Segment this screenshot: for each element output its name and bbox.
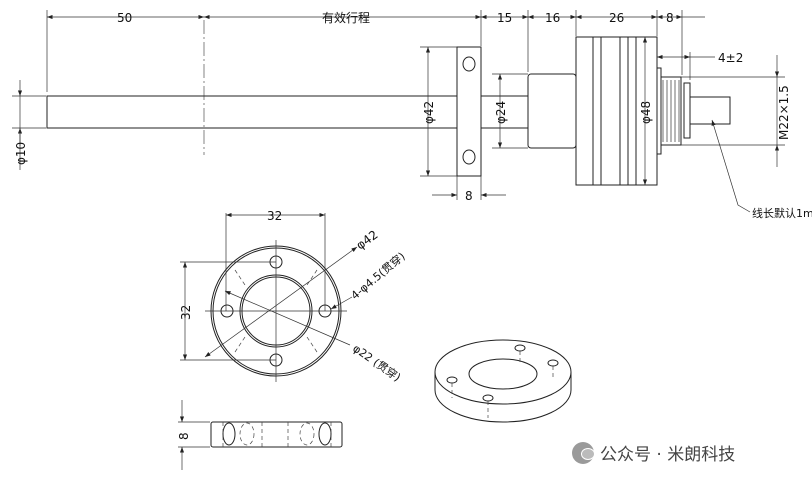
wechat-icon [572,441,595,464]
dim-thread: M22×1.5 [777,85,791,140]
dim-32-h: 32 [267,209,282,223]
cable-shaft [689,96,731,125]
dim-32-v: 32 [179,305,193,320]
flange-hole [462,149,476,165]
flange-front-view: 32 32 φ42 4-φ4.5(贯穿) φ22 (贯穿) [179,209,408,384]
dim-16: 16 [545,11,560,25]
dim-phi24: φ24 [494,101,508,124]
flange-isometric-view [434,339,572,423]
dim-15: 15 [497,11,512,25]
dim-phi10: φ10 [14,142,28,165]
nut [683,82,691,139]
dim-4pm2: 4±2 [718,51,743,65]
dim-thickness: 8 [177,432,191,440]
dim-50: 50 [117,11,132,25]
flange-hole [462,56,476,72]
dim-phi48: φ48 [639,101,653,124]
dimensions-side: 50 有效行程 15 16 26 8 4±2 M22×1.5 φ42 φ24 φ… [12,10,812,220]
sensor-side-view [46,20,731,186]
watermark: 公众号 · 米朗科技 [572,440,735,465]
flange-edge-view: 8 [177,400,343,470]
dim-phi42: φ42 [422,101,436,124]
dim-phi22: φ22 (贯穿) [350,341,403,384]
dim-effective-stroke: 有效行程 [322,10,370,25]
dim-26: 26 [609,11,624,25]
flange [456,46,482,177]
dim-8-flange: 8 [465,189,473,203]
rod [46,95,458,129]
dim-phi42-flange: φ42 [354,227,381,252]
watermark-text: 公众号 · 米朗科技 [600,445,736,465]
dim-8-top: 8 [666,11,674,25]
thread [660,76,682,146]
boss [527,73,577,149]
cable-note: 线长默认1m [752,206,812,220]
dim-holes: 4-φ4.5(贯穿) [348,249,408,302]
